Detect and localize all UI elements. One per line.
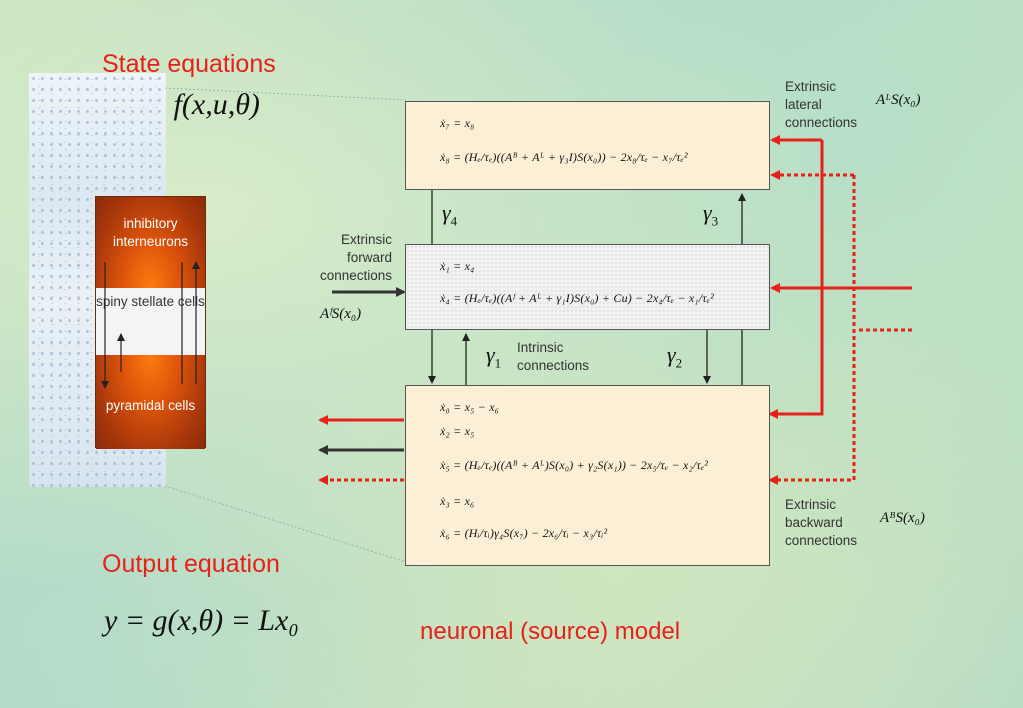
lateral-equation: AᴸS(x₀) [876,92,921,108]
pyramidal-cells-label: pyramidal cells [105,398,196,413]
gamma-4-label: γ4 [442,200,458,229]
eq-x1: ẋ₁ = x₄ [440,259,475,273]
gamma-2-label: γ2 [667,342,683,371]
eq-x7: ẋ₇ = x₈ [440,116,475,130]
lateral-connections-label: Extrinsic lateral connections [785,79,858,130]
forward-equation: AᶠS(x₀) [320,306,362,322]
intrinsic-connections-label: Intrinsic connections [517,340,590,373]
cortical-column: inhibitory interneurons spiny stellate c… [95,196,206,449]
eq-x6: ẋ₆ = (Hᵢ/τᵢ)γ₄S(x₇) − 2x₆/τᵢ − x₃/τᵢ² [440,526,608,540]
eq-x0: ẋ₀ = x₅ − x₆ [440,400,500,414]
gamma-1-label: γ1 [486,342,502,371]
eq-x8: ẋ₈ = (Hₑ/τₑ)((Aᴮ + Aᴸ + γ₃I)S(x₀)) − 2x₈… [440,150,688,164]
forward-connections-label: Extrinsic forward connections [319,232,392,283]
eq-x3: ẋ₃ = x₆ [440,494,475,508]
eq-x4: ẋ₄ = (Hₑ/τₑ)((Aᶠ + Aᴸ + γ₁I)S(x₀) + Cu) … [440,291,714,305]
spiny-stellate-label: spiny stellate cells [96,294,205,309]
output-equation: y = g(x,θ) = Lx₀ [104,604,299,637]
output-equation-title: Output equation [102,550,280,578]
eq-x5: ẋ₅ = (Hₑ/τₑ)((Aᴮ + Aᴸ)S(x₀) + γ₂S(x₁)) −… [440,458,709,472]
pyramidal-equations-box: ẋ₀ = x₅ − x₆ ẋ₂ = x₅ ẋ₅ = (Hₑ/τₑ)((Aᴮ + … [405,385,770,566]
gamma-3-label: γ3 [703,200,719,229]
model-caption: neuronal (source) model [420,618,681,645]
backward-equation: AᴮS(x₀) [880,510,925,526]
inhibitory-equations-box: ẋ₇ = x₈ ẋ₈ = (Hₑ/τₑ)((Aᴮ + Aᴸ + γ₃I)S(x₀… [405,101,770,190]
inhibitory-interneurons-label: inhibitory interneurons [112,216,189,249]
eq-x2: ẋ₂ = x₅ [440,424,475,438]
backward-connections-label: Extrinsic backward connections [785,497,858,548]
spiny-stellate-equations-box: ẋ₁ = x₄ ẋ₄ = (Hₑ/τₑ)((Aᶠ + Aᴸ + γ₁I)S(x₀… [405,244,770,330]
